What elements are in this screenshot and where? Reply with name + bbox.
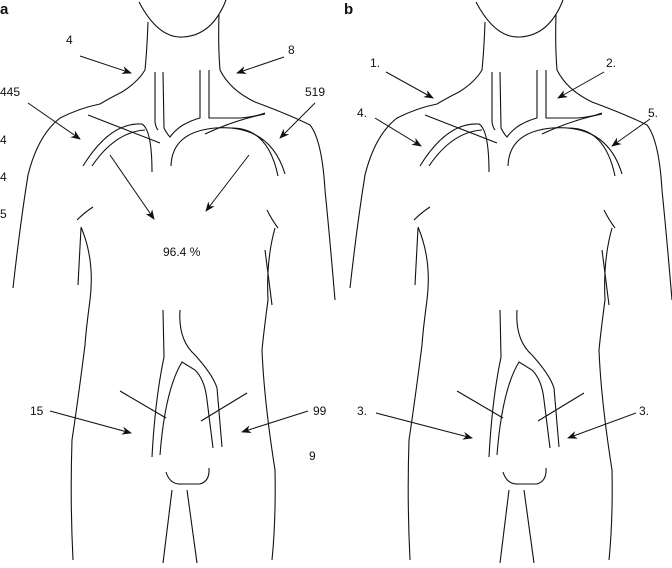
label-left-neck-b: 1. [370, 56, 380, 70]
label-left-subclavian-b: 4. [357, 106, 367, 120]
label-left-femoral-b: 3. [357, 404, 367, 418]
label-right-subclavian-a: 519 [305, 85, 325, 99]
label-left-subclavian-a: 445 [0, 85, 20, 99]
arrow-right-subclavian-a [279, 102, 316, 139]
label-right-femoral-b: 3. [639, 404, 649, 418]
label-chest-a: 96.4 % [163, 245, 201, 259]
panel-letter-b: b [344, 1, 353, 18]
panel-a: a 4 8 445 519 4 4 5 96.4 % 15 99 9 [0, 0, 336, 564]
label-right-neck-b: 2. [606, 56, 616, 70]
arrow-chest-left-a [109, 154, 155, 220]
arrow-right-femoral-b [567, 412, 637, 439]
label-side-3-a: 5 [0, 207, 7, 221]
label-side-1-a: 4 [0, 133, 7, 147]
arrow-left-subclavian-a [27, 102, 81, 140]
label-right-extra-a: 9 [309, 449, 316, 463]
arrow-left-femoral-a [49, 410, 132, 435]
panel-b: b 1. 2. 4. 5. 3. 3. [344, 0, 672, 564]
body-outline-b [349, 0, 672, 564]
arrow-left-neck-a [79, 55, 132, 74]
label-left-femoral-a: 15 [30, 404, 44, 418]
label-right-neck-a: 8 [288, 43, 295, 57]
arrow-left-subclavian-b [374, 117, 422, 147]
arrow-chest-right-a [205, 154, 250, 212]
label-right-subclavian-b: 5. [648, 106, 658, 120]
label-side-2-a: 4 [0, 170, 7, 184]
label-left-neck-a: 4 [66, 33, 73, 47]
body-outline-a [12, 0, 336, 564]
label-right-femoral-a: 99 [313, 404, 327, 418]
arrow-right-neck-a [236, 56, 285, 74]
arrow-left-femoral-b [375, 412, 473, 440]
panel-letter-a: a [0, 1, 9, 18]
arrow-left-neck-b [385, 71, 434, 99]
arrow-right-neck-b [557, 71, 605, 99]
arrow-right-subclavian-b [611, 118, 651, 147]
arrow-right-femoral-a [241, 410, 309, 434]
